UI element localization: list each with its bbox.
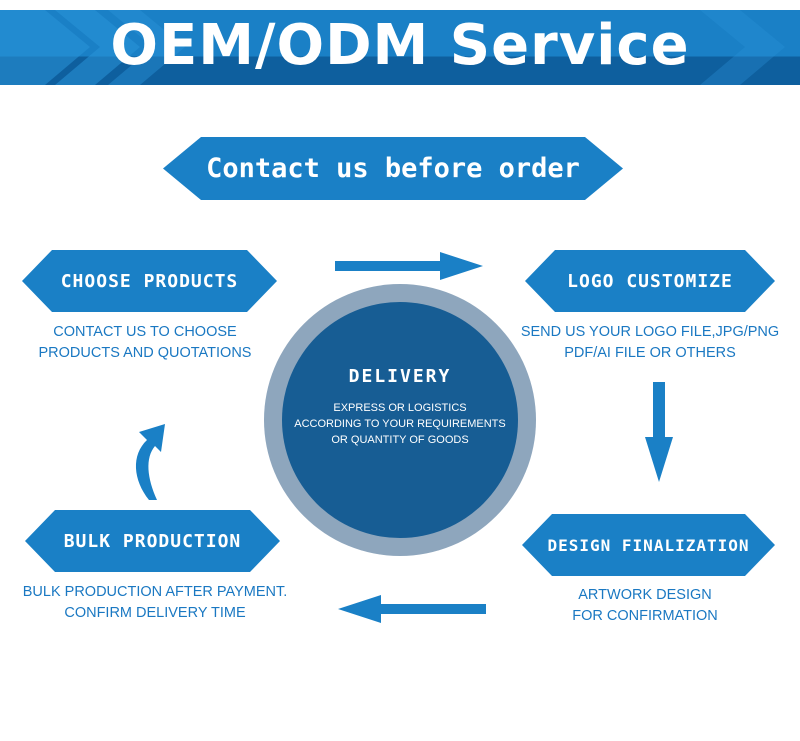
arrow-left-icon <box>338 595 486 623</box>
step-logo-desc-line1: SEND US YOUR LOGO FILE,JPG/PNG <box>520 324 780 340</box>
step-choose-desc: CONTACT US TO CHOOSE PRODUCTS AND QUOTAT… <box>10 322 280 364</box>
step-design-desc: ARTWORK DESIGN FOR CONFIRMATION <box>540 585 750 627</box>
step-logo-desc-line2: PDF/AI FILE OR OTHERS <box>564 345 736 361</box>
step-bulk-desc: BULK PRODUCTION AFTER PAYMENT. CONFIRM D… <box>10 582 300 624</box>
step-logo-customize: LOGO CUSTOMIZE <box>525 250 775 312</box>
delivery-desc: EXPRESS OR LOGISTICS ACCORDING TO YOUR R… <box>280 400 520 448</box>
step-design-desc-line1: ARTWORK DESIGN <box>578 587 712 603</box>
delivery-desc-line3: OR QUANTITY OF GOODS <box>331 434 469 446</box>
step-choose-shape <box>22 250 277 312</box>
contact-label: Contact us before order <box>206 153 580 184</box>
curved-arrow-up-icon <box>135 424 165 500</box>
step-logo-shape <box>525 250 775 312</box>
step-choose-desc-line1: CONTACT US TO CHOOSE <box>53 324 237 340</box>
step-choose-title: CHOOSE PRODUCTS <box>60 270 239 292</box>
step-logo-title: LOGO CUSTOMIZE <box>567 270 733 292</box>
contact-banner-shape <box>163 137 623 200</box>
delivery-desc-line1: EXPRESS OR LOGISTICS <box>333 402 467 414</box>
delivery-desc-line2: ACCORDING TO YOUR REQUIREMENTS <box>294 418 506 430</box>
step-choose-products: CHOOSE PRODUCTS <box>22 250 277 312</box>
arrow-right-icon <box>335 252 483 280</box>
step-bulk-shape <box>25 510 280 572</box>
step-design-desc-line2: FOR CONFIRMATION <box>572 608 718 624</box>
page-title: OEM/ODM Service <box>110 13 690 78</box>
delivery-title: DELIVERY <box>348 366 452 387</box>
step-design-title: DESIGN FINALIZATION <box>547 535 750 555</box>
step-design-finalization: DESIGN FINALIZATION <box>522 514 775 576</box>
step-design-shape <box>522 514 775 576</box>
chevron-stripes-icon <box>0 10 785 85</box>
header-banner: OEM/ODM Service <box>0 10 800 85</box>
delivery-circle <box>264 284 536 556</box>
step-bulk-production: BULK PRODUCTION <box>25 510 280 572</box>
step-bulk-title: BULK PRODUCTION <box>63 530 242 552</box>
step-bulk-desc-line2: CONFIRM DELIVERY TIME <box>64 605 246 621</box>
step-bulk-desc-line1: BULK PRODUCTION AFTER PAYMENT. <box>22 584 288 600</box>
step-choose-desc-line2: PRODUCTS AND QUOTATIONS <box>38 345 252 361</box>
contact-banner: Contact us before order <box>163 137 623 200</box>
step-logo-desc: SEND US YOUR LOGO FILE,JPG/PNG PDF/AI FI… <box>510 322 790 364</box>
arrow-down-icon <box>645 382 673 482</box>
